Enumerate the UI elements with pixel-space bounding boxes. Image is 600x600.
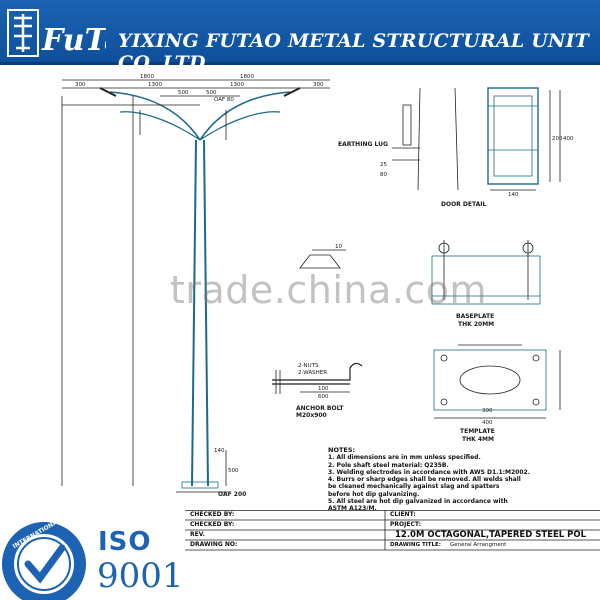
svg-text:OAF 80: OAF 80 (214, 97, 234, 103)
earthing-lug-label: EARTHING LUG (338, 141, 388, 148)
anchor-bolt-size: M20x900 (296, 412, 327, 419)
note-item: 4. Burrs or sharp edges shall be removed… (328, 476, 521, 484)
baseplate-side (299, 254, 341, 269)
svg-text:300: 300 (313, 82, 324, 88)
template-plan (433, 349, 547, 411)
futao-logo: FuTao (7, 9, 106, 58)
iso-certification-badge: INTERNATIONAL CERTIFICATION (2, 514, 108, 600)
svg-text:1300: 1300 (148, 82, 162, 88)
svg-text:25: 25 (380, 162, 387, 168)
pole-shaft-left (191, 139, 197, 487)
svg-text:300: 300 (75, 82, 86, 88)
svg-text:100: 100 (318, 386, 329, 392)
door-frame (402, 104, 412, 146)
door-detail-label: DOOR DETAIL (441, 201, 486, 208)
svg-text:2-WASHER: 2-WASHER (298, 370, 327, 376)
template-label: TEMPLATE (460, 428, 495, 435)
svg-text:140: 140 (508, 192, 519, 198)
iso-brand: ISO (98, 527, 152, 557)
left-arm-lower (119, 111, 201, 141)
svg-text:600: 600 (318, 394, 329, 400)
rev-label: REV. (190, 531, 205, 538)
svg-text:500: 500 (228, 468, 239, 474)
door-pole-section (417, 87, 459, 191)
title-block-grid (185, 510, 600, 551)
svg-text:80: 80 (380, 172, 387, 178)
iso-number: 9001 (97, 556, 184, 596)
note-item: 5. All steel are hot dip galvanized in a… (328, 498, 508, 506)
svg-text:140: 140 (214, 448, 225, 454)
svg-text:500: 500 (206, 90, 217, 96)
check-icon (24, 544, 66, 584)
baseplate-plan (431, 255, 541, 305)
svg-text:1300: 1300 (230, 82, 244, 88)
right-arm (199, 91, 291, 141)
checked-by-2: CHECKED BY: (190, 521, 235, 528)
svg-text:1800: 1800 (240, 74, 254, 80)
oaf-label: OAF 200 (218, 491, 246, 498)
pole-shaft-right (203, 139, 209, 487)
note-item: be cleaned mechanically against slag and… (328, 483, 500, 491)
note-item: 3. Welding electrodes in accordance with… (328, 468, 530, 476)
note-item: 2. Pole shaft steel material: Q235B. (328, 461, 449, 469)
note-item: ASTM A123/M. (328, 505, 377, 513)
lamp-left (99, 87, 117, 97)
pole-base (181, 481, 219, 489)
header-banner: FuTao YIXING FUTAO METAL STRUCTURAL UNIT… (0, 0, 600, 74)
template-thk: THK 4MM (462, 436, 494, 443)
svg-text:2-NUTS: 2-NUTS (298, 363, 319, 369)
svg-text:1800: 1800 (140, 74, 154, 80)
anchor-bolt-label: ANCHOR BOLT (296, 405, 344, 412)
company-name: YIXING FUTAO METAL STRUCTURAL UNIT CO.,L… (118, 30, 590, 74)
watermark: trade.china.com (170, 268, 488, 312)
iso-ring (2, 522, 86, 600)
engineering-drawing: EARTHING LUG DOOR DETAIL 25 80 140 200 4… (61, 74, 574, 498)
lamp-right (283, 87, 301, 97)
svg-text:300: 300 (482, 408, 493, 414)
drawing-title: General Arrangment (450, 542, 507, 548)
svg-text:400: 400 (482, 420, 493, 426)
baseplate-thk: THK 20MM (458, 321, 494, 328)
note-item: 1. All dimensions are in mm unless speci… (328, 454, 481, 462)
template-hole (459, 365, 521, 395)
baseplate-label: BASEPLATE (456, 313, 494, 320)
client-label: CLIENT: (390, 511, 416, 518)
drawing-no-label: DRAWING NO: (190, 541, 238, 548)
anchor-bolt (272, 362, 363, 381)
logo-text: FuTao (41, 23, 106, 58)
right-arm-lower (199, 111, 281, 141)
svg-text:500: 500 (178, 90, 189, 96)
checked-by-1: CHECKED BY: (190, 511, 235, 518)
door-opening (487, 87, 539, 185)
svg-text:400: 400 (563, 136, 574, 142)
svg-text:10: 10 (335, 244, 342, 250)
svg-text:200: 200 (552, 136, 563, 142)
notes-block: NOTES: 1. All dimensions are in mm unles… (328, 446, 598, 513)
note-item: before hot dip galvanizing. (328, 490, 420, 498)
left-arm (109, 91, 201, 141)
project-title: 12.0M OCTAGONAL,TAPERED STEEL POL (395, 530, 587, 540)
drawing-title-label: DRAWING TITLE: (390, 542, 441, 548)
project-label: PROJECT: (390, 521, 422, 528)
notes-heading: NOTES: (328, 446, 356, 454)
